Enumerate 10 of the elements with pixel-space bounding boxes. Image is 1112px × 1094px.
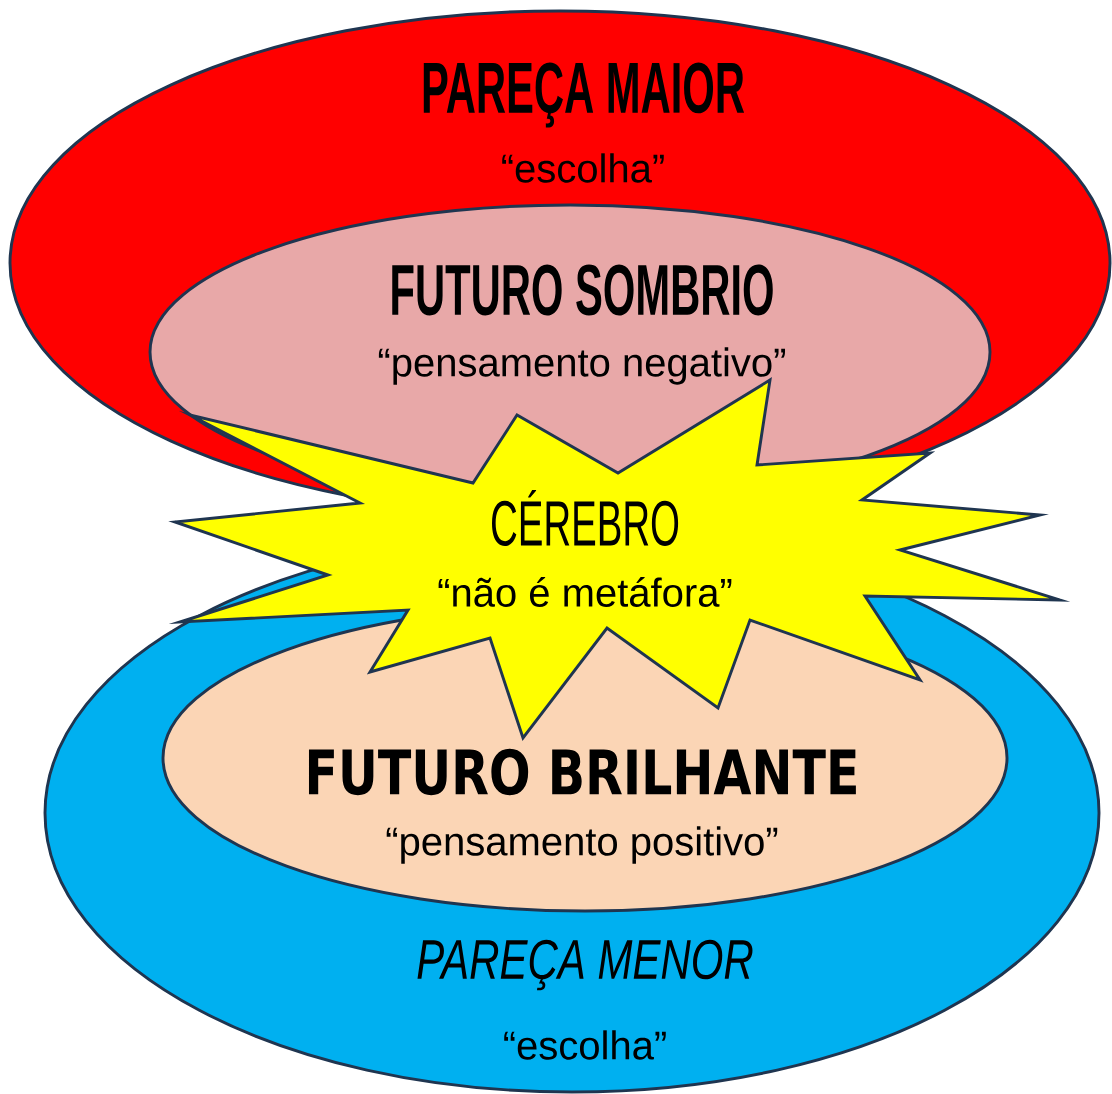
quote-text: “escolha” [502, 153, 664, 183]
quote-text: “escolha” [504, 1030, 666, 1060]
heading: FUTURO SOMBRIO [392, 264, 773, 316]
quote-text: “pensamento positivo” [386, 826, 778, 864]
heading: PAREÇA MAIOR [423, 62, 745, 128]
heading: FUTURO BRILHANTE [309, 748, 856, 796]
heading: PAREÇA MENOR [417, 939, 753, 991]
quote-text: “não é metáfora” [438, 577, 732, 607]
heading: CÉREBRO [492, 489, 679, 547]
quote-text: “pensamento negativo” [378, 347, 785, 385]
